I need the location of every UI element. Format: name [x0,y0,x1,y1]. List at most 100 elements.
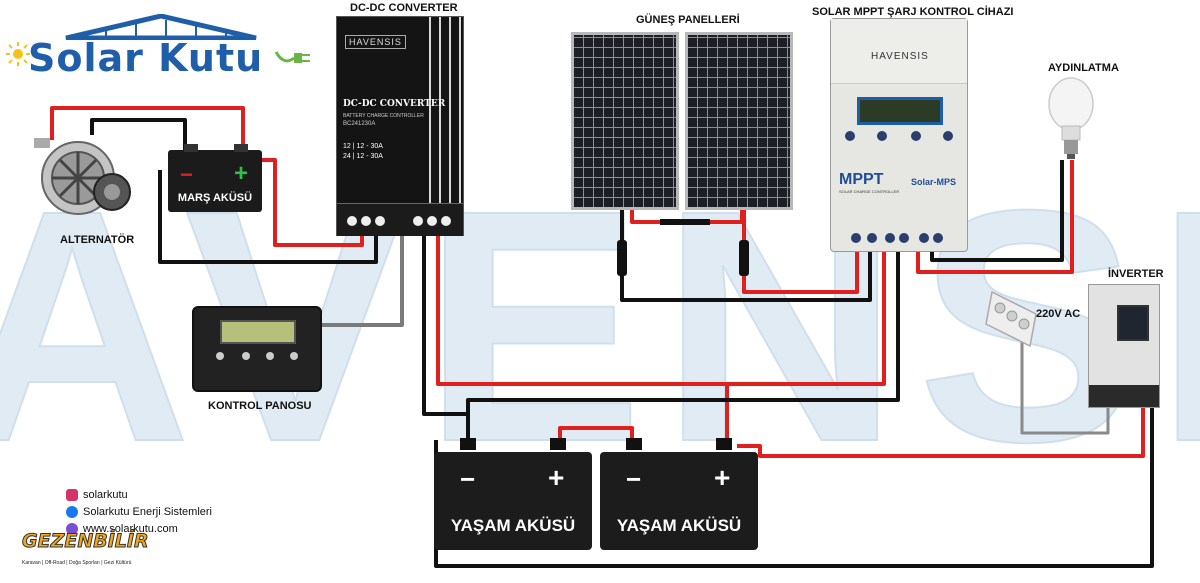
light-bulb-icon [1048,77,1094,159]
wire-red-dcdc-battery [436,228,729,440]
label-lighting: AYDINLATMA [1048,62,1119,74]
social-facebook[interactable]: Solarkutu Enerji Sistemleri [66,503,212,520]
wire-red-alternator-starter [50,106,245,150]
mppt-model: Solar-MPS [911,177,957,187]
alternator-image [34,138,131,215]
dcdc-model: BC241230A [343,121,376,127]
logo-text: Solar Kutu [28,36,264,80]
facebook-page: Solarkutu Enerji Sistemleri [83,505,212,518]
dcdc-terminal [375,216,385,226]
social-instagram[interactable]: solarkutu [66,486,212,503]
starter-battery: − + MARŞ AKÜSÜ [168,144,262,212]
label-dcdc: DC-DC CONVERTER [350,2,458,14]
social-website[interactable]: www.solarkutu.com [66,520,212,537]
mppt-top-band [831,19,967,84]
dcdc-terminal [347,216,357,226]
battery-terminal [550,438,566,450]
mppt-terminal [919,233,929,243]
battery-terminal [716,438,732,450]
mppt-controller: HAVENSIS MPPT SOLAR CHARGE CONTROLLER So… [830,18,968,252]
wire-red-mppt-battery [727,245,886,386]
dcdc-brand: HAVENSIS [345,35,406,49]
starter-battery-plus-terminal [234,144,248,152]
wire-gray-inverter-ac [1020,340,1110,435]
inverter-base [1089,385,1159,407]
plug-icon [274,51,310,63]
dcdc-terminal [413,216,423,226]
mppt-button [911,131,921,141]
house-battery-2-label: YAŞAM AKÜSÜ [616,516,742,535]
mppt-brand: HAVENSIS [871,51,929,62]
house-battery-1: − + YAŞAM AKÜSÜ [434,438,592,550]
label-alternator: ALTERNATÖR [60,234,135,246]
house-battery-1-plus: + [548,462,565,493]
mppt-terminal [885,233,895,243]
mppt-terminal [899,233,909,243]
dcdc-subtitle: BATTERY CHARGE CONTROLLER [343,113,424,119]
mppt-terminal [851,233,861,243]
wire-red-mppt-lamp [916,160,1074,274]
starter-battery-plus: + [234,160,249,187]
starter-battery-minus: − [180,162,193,187]
house-battery-2-plus: + [714,462,731,493]
sun-icon [6,42,30,66]
label-ac: 220V AC [1036,308,1081,320]
facebook-icon [66,505,78,518]
wire-red-starter-dcdc [243,158,364,247]
inverter [1088,284,1160,408]
wire-red-battery-inverter [737,406,1145,458]
house-battery-2-minus: − [626,464,642,494]
dcdc-title: DC-DC CONVERTER [343,99,446,109]
gezenbilir-logo: GEZENBİLİR Karavan | Off-Road | Doğa Spo… [20,530,170,574]
gezenbilir-name: GEZENBİLİR [22,530,150,553]
mppt-button [877,131,887,141]
battery-terminal [626,438,642,450]
control-panel-screen [220,320,296,344]
website-url: www.solarkutu.com [83,522,178,535]
control-panel-button [242,352,250,360]
dcdc-converter: HAVENSIS DC-DC CONVERTER BATTERY CHARGE … [336,16,464,236]
control-panel [192,306,322,392]
inverter-display [1117,305,1149,341]
mppt-title: MPPT [839,171,884,188]
wire-gray-control-dcdc [318,228,404,327]
mppt-terminal [933,233,943,243]
instagram-icon [66,488,78,501]
dcdc-terminal [361,216,371,226]
instagram-handle: solarkutu [83,488,128,501]
dcdc-fins [421,17,463,203]
control-panel-button [216,352,224,360]
dcdc-spec2: 24 | 12 - 30A [343,153,383,160]
mppt-subtitle: SOLAR CHARGE CONTROLLER [839,189,900,194]
wire-black-starter-dcdc [158,170,378,264]
dcdc-spec1: 12 | 12 - 30A [343,143,383,150]
house-battery-1-label: YAŞAM AKÜSÜ [450,516,576,535]
label-inverter: İNVERTER [1108,268,1164,280]
globe-icon [66,522,78,535]
solar-panel-1 [571,32,679,210]
label-control-panel: KONTROL PANOSU [208,400,312,412]
battery-terminal [460,438,476,450]
mc4-connector [617,240,627,276]
wire-black-mppt-battery [466,245,900,440]
mc4-connector [739,240,749,276]
label-panels: GÜNEŞ PANELLERİ [636,14,740,26]
label-mppt: SOLAR MPPT ŞARJ KONTROL CİHAZI [812,6,1014,18]
solar-panel-2 [685,32,793,210]
starter-battery-label: MARŞ AKÜSÜ [177,192,253,204]
wire-black-alternator-starter [90,118,187,150]
mppt-button [845,131,855,141]
control-panel-button [266,352,274,360]
logo: Solar Kutu [6,14,316,84]
gezenbilir-tags: Karavan | Off-Road | Doğa Sporları | Gez… [22,560,132,566]
social-links: solarkutu Solarkutu Enerji Sistemleri ww… [66,486,212,537]
dcdc-terminal [427,216,437,226]
starter-battery-minus-terminal [184,144,198,152]
wire-red-battery-link [558,426,634,440]
house-battery-1-minus: − [460,464,476,494]
roof-icon [65,14,257,40]
wire-black-dcdc-battery [422,228,470,440]
wire-black-mppt-lamp [930,160,1064,262]
dcdc-terminal [441,216,451,226]
mppt-screen [857,97,943,125]
